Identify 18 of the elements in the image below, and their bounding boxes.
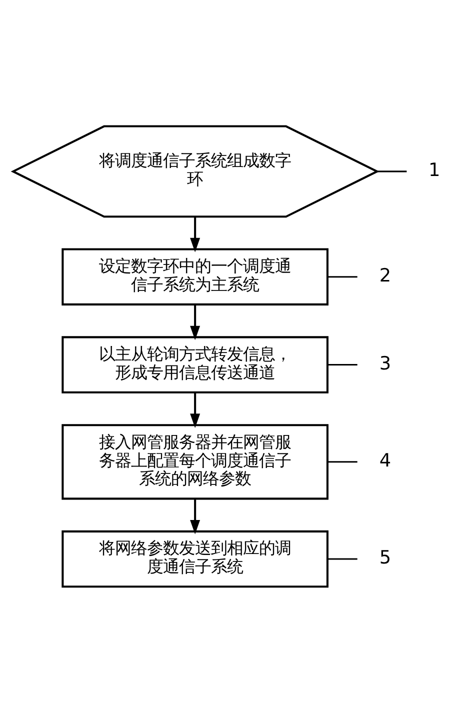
node-box: 将网络参数发送到相应的调度通信子系统 xyxy=(61,530,328,588)
node-text: 5 xyxy=(378,547,391,568)
connector xyxy=(376,170,406,172)
node-box: 接入网管服务器并在网管服务器上配置每个调度通信子系统的网络参数 xyxy=(61,424,328,500)
connector xyxy=(327,276,357,278)
arrow xyxy=(190,498,200,534)
arrow xyxy=(190,392,200,428)
arrow xyxy=(190,216,200,252)
node-text: 3 xyxy=(378,352,391,374)
connector xyxy=(327,364,357,366)
node-box: 设定数字环中的一个调度通信子系统为主系统 xyxy=(61,248,328,305)
arrow xyxy=(190,304,200,340)
connector xyxy=(327,460,357,462)
connector xyxy=(327,558,357,560)
node-text: 2 xyxy=(378,264,391,286)
node-text: 4 xyxy=(378,450,391,471)
node-box: 以主从轮询方式转发信息，形成专用信息传送通道 xyxy=(61,336,328,393)
node-text: 1 xyxy=(428,159,440,180)
